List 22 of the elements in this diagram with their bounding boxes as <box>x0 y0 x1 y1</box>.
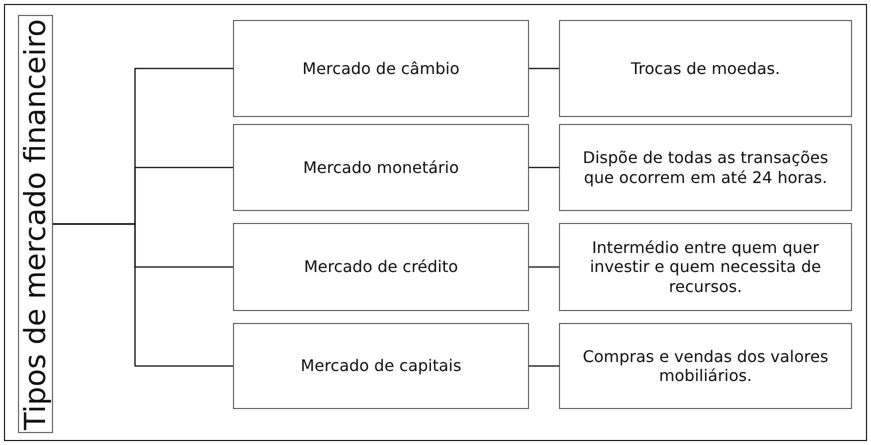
text-box <box>233 323 529 409</box>
connector-line <box>53 223 233 367</box>
connector-line <box>529 365 559 367</box>
box-label: Mercado monetário <box>303 158 459 178</box>
connector-line <box>529 68 559 70</box>
text-box <box>233 20 529 117</box>
box-label: Intermédio entre quem quer investir e quem necessita de recursos. <box>588 238 822 296</box>
text-box <box>233 223 529 311</box>
vertical-title: Tipos de mercado financeiro <box>18 18 53 430</box>
box-label: Mercado de crédito <box>304 257 458 277</box>
box-label: Dispõe de todas as transações que ocorrem em até 24 horas. <box>582 148 830 187</box>
box-label: Mercado de câmbio <box>302 58 460 78</box>
box-label: Mercado de capitais <box>300 356 462 376</box>
text-box <box>233 124 529 211</box>
text-box <box>559 124 852 211</box>
text-box <box>559 223 852 311</box>
box-label: Trocas de moedas. <box>630 58 780 78</box>
text-box <box>559 20 852 117</box>
text-box <box>559 323 852 409</box>
connector-line <box>529 266 559 268</box>
box-label: Compras e vendas dos valores mobiliários. <box>582 346 830 386</box>
connector-line <box>529 166 559 168</box>
